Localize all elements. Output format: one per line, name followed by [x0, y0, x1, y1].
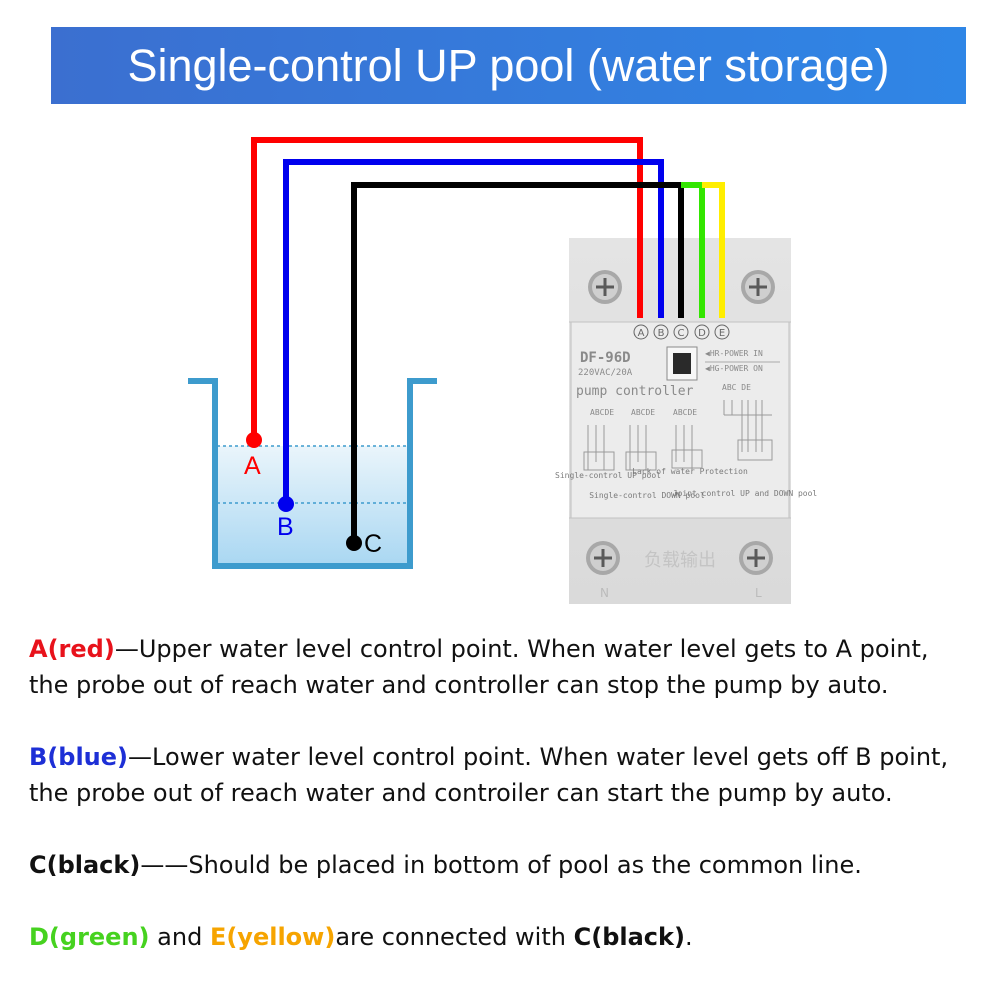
- probe-a-dot: [246, 432, 262, 448]
- desc-e-label: E(yellow): [209, 923, 336, 951]
- device-rating: 220VAC/20A: [578, 368, 633, 378]
- terminal-label-a: A: [638, 328, 645, 339]
- desc-d-label: D(green): [29, 923, 150, 951]
- abcde-label-3: ABCDE: [673, 408, 697, 417]
- desc-e-rest: are connected with: [335, 923, 574, 951]
- mode-label-single-down: Single-control DOWN pool: [589, 491, 705, 500]
- terminal-label-d: D: [698, 328, 706, 339]
- water-body: [217, 446, 408, 566]
- device-model: DF-96D: [580, 350, 631, 366]
- desc-and-text: and: [149, 923, 210, 951]
- title-banner: Single-control UP pool (water storage): [51, 27, 966, 104]
- water-tank: [188, 378, 437, 569]
- desc-c-line: C(black)——Should be placed in bottom of …: [29, 847, 862, 883]
- mode-mini-diagrams: [583, 400, 773, 471]
- desc-period: .: [684, 923, 693, 951]
- wire-yellow-e: [702, 182, 725, 318]
- desc-b-line1: B(blue)—Lower water level control point.…: [29, 739, 948, 775]
- mode-label-single-up: Single-control UP pool: [555, 471, 661, 480]
- bottom-n-label: N: [600, 586, 609, 600]
- probe-label-a: A: [244, 452, 261, 480]
- indicator-power-in: ◀HR-POWER IN: [705, 349, 763, 358]
- joint-abc-de: ABC DE: [722, 383, 751, 392]
- terminal-label-e: E: [719, 328, 725, 339]
- screw-icon: [739, 541, 773, 575]
- indicator-power-on: ◀HG-POWER ON: [705, 364, 763, 373]
- wire-red-a: [251, 137, 643, 440]
- probe-c-dot: [346, 535, 362, 551]
- wires: [251, 137, 725, 543]
- terminal-label-c: C: [678, 328, 685, 339]
- device-name: pump controller: [576, 384, 694, 399]
- desc-a-line2: the probe out of reach water and control…: [29, 671, 889, 699]
- abcde-label-2: ABCDE: [631, 408, 655, 417]
- screw-icon: [588, 270, 622, 304]
- screw-icon: [586, 541, 620, 575]
- desc-b-text1: —Lower water level control point. When w…: [128, 743, 949, 771]
- desc-c-label: C(black): [29, 851, 141, 879]
- pump-controller-device: A B C D E DF-96D 220VAC/20A pump control…: [555, 238, 817, 604]
- probe-label-b: B: [277, 513, 294, 541]
- wire-blue-b: [283, 159, 664, 504]
- probe-label-c: C: [364, 530, 382, 558]
- desc-b-line2: the probe out of reach water and controi…: [29, 779, 893, 807]
- desc-c-text: ——Should be placed in bottom of pool as …: [140, 851, 862, 879]
- mode-label-joint: Joint control UP and DOWN pool: [673, 489, 818, 498]
- probe-b-dot: [278, 496, 294, 512]
- screw-icon: [741, 270, 775, 304]
- tank-wall: [188, 378, 437, 569]
- wiring-diagram: A B C D E DF-96D 220VAC/20A pump control…: [188, 137, 817, 604]
- output-cn-label: 负载输出: [644, 550, 716, 571]
- mode-label-lack-water: Lack of water Protection: [632, 467, 748, 476]
- desc-a-line1: A(red)—Upper water level control point. …: [29, 631, 929, 667]
- page-title: Single-control UP pool (water storage): [127, 40, 890, 91]
- terminal-label-b: B: [658, 328, 665, 339]
- desc-de-line: D(green) and E(yellow)are connected with…: [29, 919, 693, 955]
- wire-black-c: [351, 182, 684, 543]
- desc-a-text1: —Upper water level control point. When w…: [114, 635, 929, 663]
- bottom-l-label: L: [755, 586, 762, 600]
- abcde-label-1: ABCDE: [590, 408, 614, 417]
- desc-a-label: A(red): [29, 635, 115, 663]
- indicator-led: [673, 353, 691, 374]
- desc-c-ref: C(black): [573, 923, 685, 951]
- desc-b-label: B(blue): [29, 743, 128, 771]
